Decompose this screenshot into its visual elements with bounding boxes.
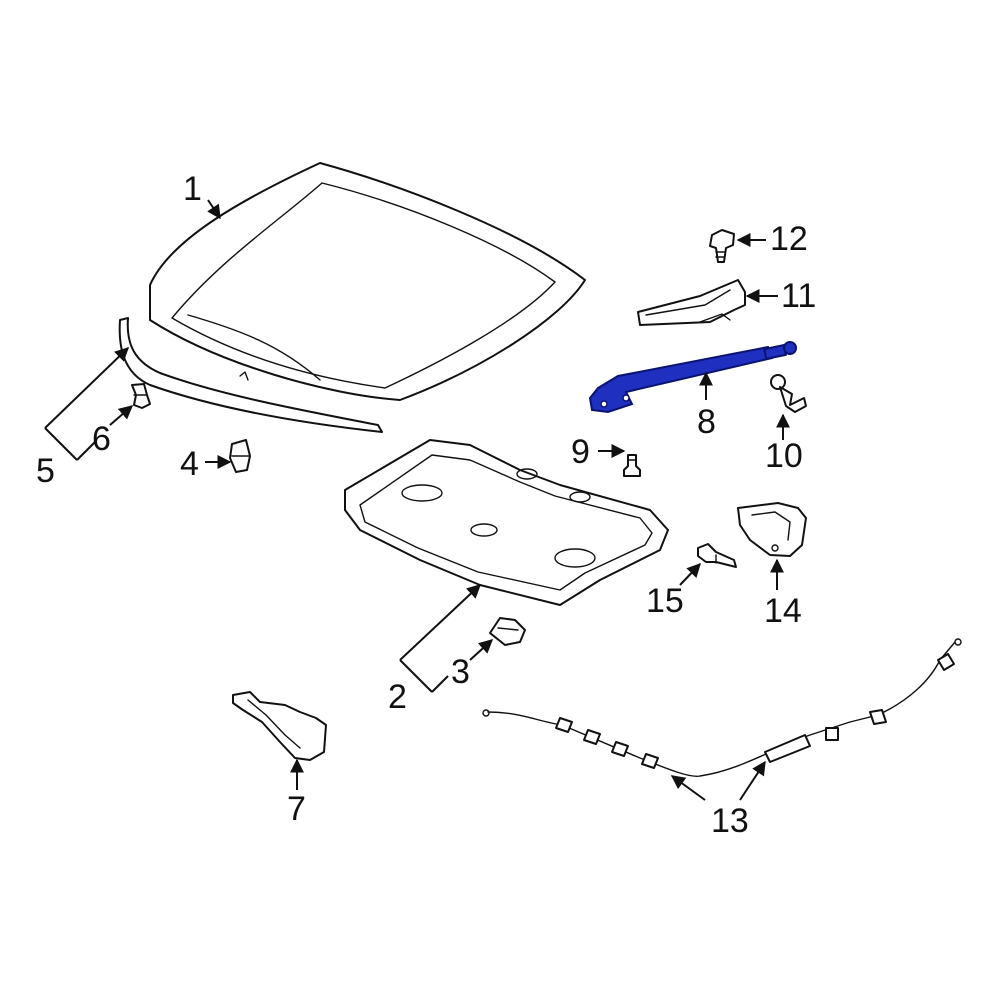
hood-seal[interactable] [118, 317, 383, 433]
callout-12: 12 [770, 220, 808, 258]
callout-6: 6 [92, 420, 111, 458]
bolt-15[interactable] [697, 543, 737, 568]
bolt-12[interactable] [709, 229, 735, 263]
seal-clip[interactable] [131, 383, 151, 409]
ball-stud[interactable] [770, 374, 807, 413]
callout-4: 4 [180, 445, 199, 483]
callout-2: 2 [388, 678, 407, 716]
callout-1: 1 [183, 170, 202, 208]
bolt-9[interactable] [623, 454, 641, 477]
hood-panel[interactable] [149, 162, 586, 401]
hood-bumper[interactable] [229, 439, 251, 473]
callout-9: 9 [571, 433, 590, 471]
callout-labels: 1 2 3 4 5 6 7 8 9 10 11 12 13 14 15 [36, 170, 816, 840]
hood-hinge[interactable] [637, 279, 746, 326]
callout-5: 5 [36, 452, 55, 490]
lock-bracket[interactable] [232, 691, 327, 761]
callout-11: 11 [781, 277, 816, 315]
callout-8: 8 [697, 403, 716, 441]
hood-lift-support[interactable] [588, 341, 797, 414]
callout-3: 3 [451, 653, 470, 691]
hood-latch[interactable] [737, 502, 807, 557]
callout-10: 10 [765, 437, 803, 475]
callout-15: 15 [646, 582, 684, 620]
insulator-retainer[interactable] [489, 617, 526, 646]
leader-lines [44, 199, 790, 801]
callout-13: 13 [711, 802, 749, 840]
callout-7: 7 [287, 790, 306, 828]
callout-14: 14 [764, 592, 802, 630]
release-cable[interactable] [482, 638, 962, 778]
hood-insulator[interactable] [344, 439, 669, 606]
